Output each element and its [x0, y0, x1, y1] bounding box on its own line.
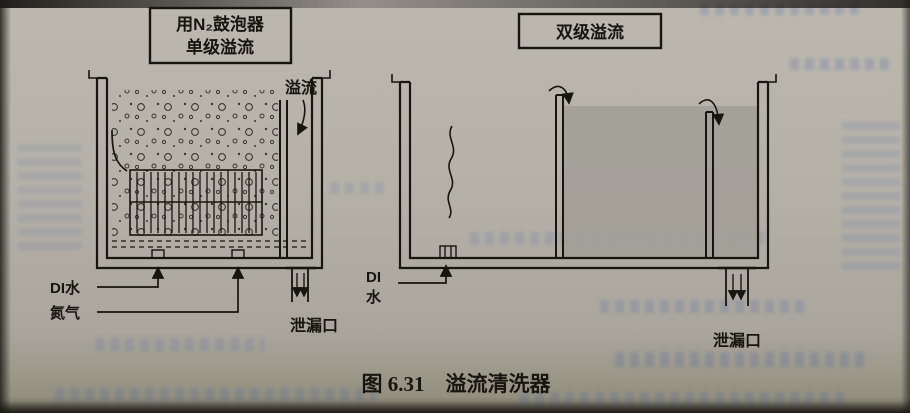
bubble-stream-squiggle: [447, 125, 455, 219]
di-water-label: DI水: [50, 279, 81, 297]
right-title-box: [517, 12, 663, 50]
nitrogen-label: 氮气: [50, 304, 80, 322]
overflow-flow-arrow-icon: [297, 99, 308, 136]
left-tank: [88, 70, 331, 270]
di-water-pipe: [97, 266, 165, 288]
right-tank: [391, 74, 777, 270]
di-water-pipe: [398, 264, 453, 284]
left-diagram-single-stage-overflow: 用N₂鼓泡器 单级溢流: [50, 6, 338, 335]
left-title-line1: 用N₂鼓泡器: [176, 14, 265, 34]
di-inlet-fitting: [151, 249, 165, 259]
right-drain-label: 泄漏口: [713, 331, 761, 350]
right-title: 双级溢流: [556, 22, 624, 42]
right-diagram-two-stage-overflow: 双级溢流 DI: [366, 12, 777, 350]
right-inlet-fitting: [439, 245, 457, 259]
second-stage-overflow-arrow-icon: [698, 99, 725, 126]
left-title-line2: 单级溢流: [186, 37, 254, 57]
nitrogen-pipe: [97, 266, 245, 313]
tank-lip: [391, 74, 777, 83]
bubbler-cassette: [129, 169, 263, 236]
di-label: DI: [366, 269, 381, 286]
left-drain-label: 泄漏口: [290, 316, 338, 335]
left-drain: [286, 266, 316, 302]
nitrogen-bubbles: [112, 90, 278, 238]
overflow-standpipe: [279, 100, 288, 258]
right-weir: [705, 111, 714, 258]
bubbler-feed-pipe: [111, 129, 128, 172]
liquid-level-lines: [112, 240, 308, 248]
first-stage-overflow-arrow-icon: [548, 85, 574, 105]
figure-caption: 图 6.31 溢流清洗器: [362, 372, 552, 396]
left-title-box: [148, 6, 293, 65]
water-region: [563, 106, 758, 258]
right-drain: [718, 266, 756, 306]
overflow-label: 溢流: [285, 78, 317, 97]
water-label: 水: [366, 288, 382, 306]
middle-weir: [555, 94, 564, 258]
n2-inlet-fitting: [231, 249, 245, 259]
tank-lip: [88, 70, 331, 79]
